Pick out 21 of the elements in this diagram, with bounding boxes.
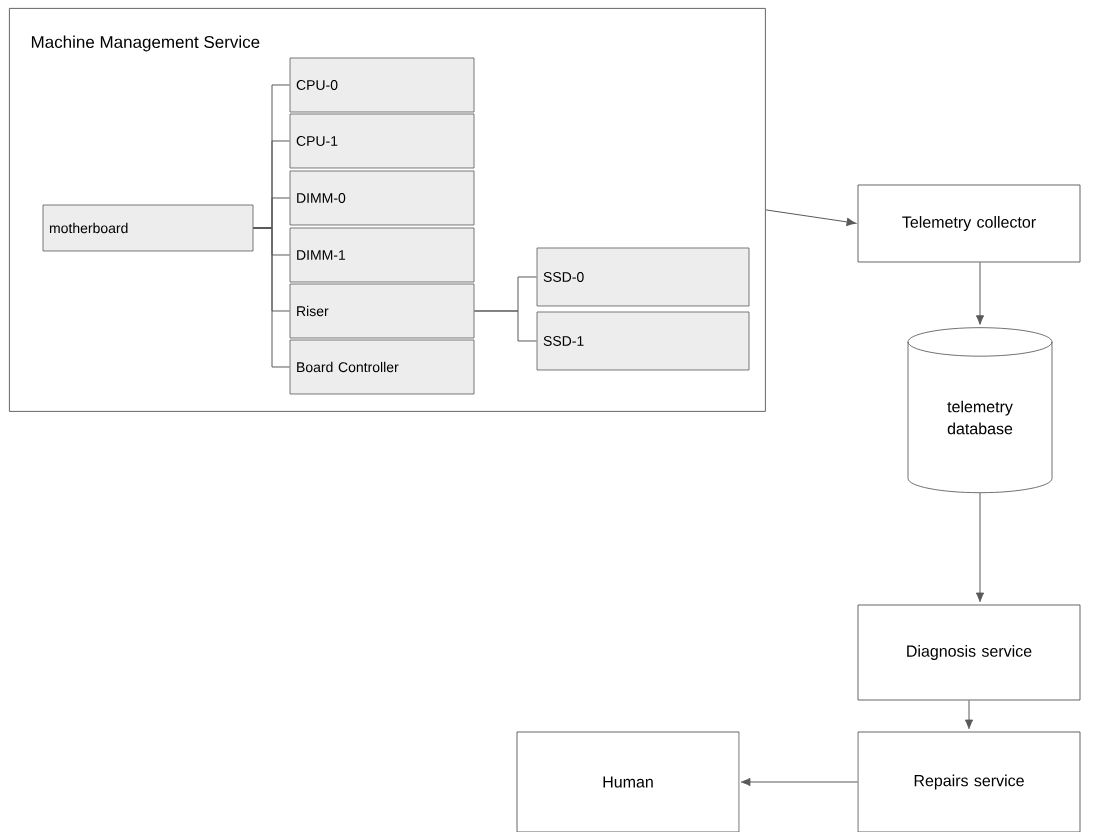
arrow: [765, 209, 857, 226]
database-cylinder: telemetry database: [907, 327, 1053, 494]
service-box: Diagnosis service: [857, 604, 1081, 701]
arrow: [975, 261, 985, 325]
component-box: CPU-1: [289, 113, 475, 169]
component-box: Board Controller: [289, 339, 475, 395]
component-box: DIMM-0: [289, 170, 475, 226]
component-box: CPU-0: [289, 57, 475, 113]
arrow: [964, 699, 974, 730]
component-box: motherboard: [42, 204, 254, 252]
component-box: SSD-0: [536, 247, 750, 307]
service-box: Repairs service: [857, 731, 1081, 832]
service-box: Telemetry collector: [857, 184, 1081, 263]
component-box: DIMM-1: [289, 227, 475, 283]
connector-line: [252, 227, 291, 368]
service-box: Human: [516, 731, 740, 832]
arrow: [740, 777, 859, 787]
component-box: SSD-1: [536, 311, 750, 371]
connector-line: [473, 310, 538, 342]
arrow: [975, 492, 985, 603]
component-box: Riser: [289, 283, 475, 339]
